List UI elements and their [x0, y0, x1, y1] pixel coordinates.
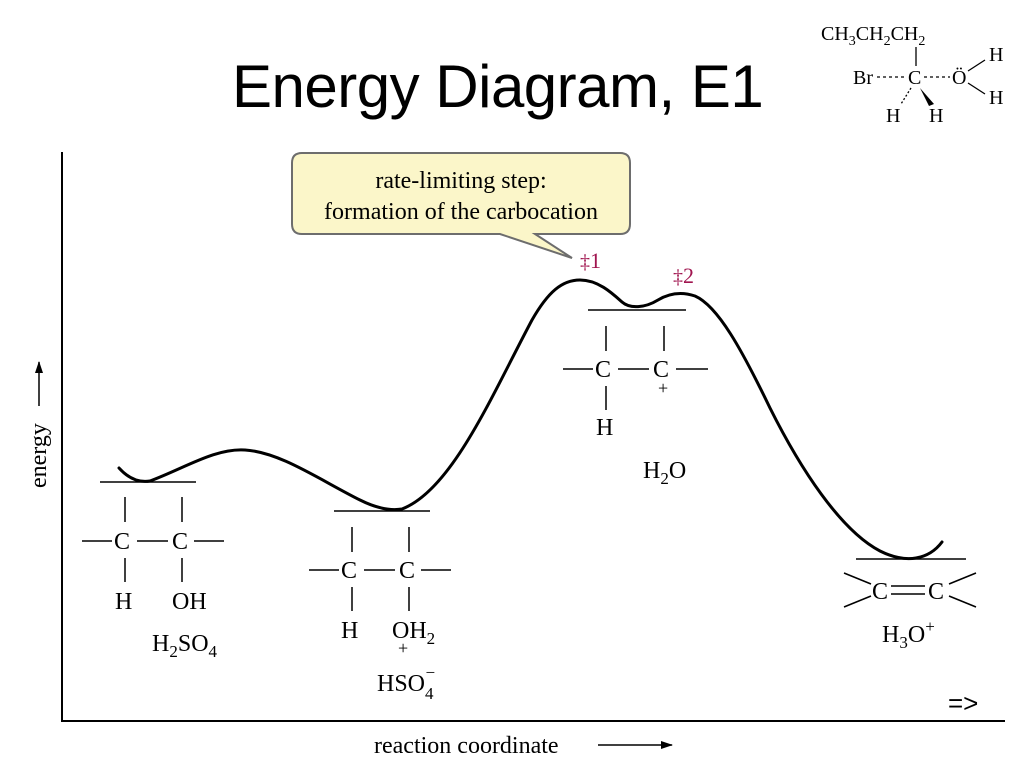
callout-line2: formation of the carbocation — [324, 199, 598, 225]
inset-h-right: H — [929, 105, 943, 127]
protonated-carbon-2: C — [399, 558, 415, 584]
y-axis-label: energy — [26, 423, 52, 488]
species-reactant: C C H OH H2SO4 — [82, 497, 224, 661]
inset-br: Br — [853, 67, 873, 89]
species-protonated: C C H OH2 + HSO4− — [309, 527, 451, 703]
carbocation-carbon-2: C — [653, 357, 669, 383]
reactant-carbon-2: C — [172, 529, 188, 555]
y-axis-label-group: energy — [26, 361, 52, 488]
protonated-carbon-1: C — [341, 558, 357, 584]
protonated-h: H — [341, 618, 358, 644]
inset-chain: CH3CH2CH2 — [821, 23, 925, 49]
reactant-carbon-1: C — [114, 529, 130, 555]
x-axis-label: reaction coordinate — [374, 733, 559, 759]
ts1-label: ‡1 — [580, 248, 601, 273]
protonated-oh2: OH2 — [392, 618, 435, 648]
protonated-counterion: HSO4− — [377, 663, 435, 703]
callout-rate-limiting: rate-limiting step: formation of the car… — [291, 152, 631, 259]
carbocation-carbon-1: C — [595, 357, 611, 383]
energy-curve — [117, 278, 944, 561]
inset-o: Ö — [952, 66, 966, 89]
structure-inset: CH3CH2CH2 Br C Ö H H H H — [821, 23, 1003, 127]
ts2-label: ‡2 — [673, 263, 694, 288]
inset-h-bottom: H — [989, 87, 1003, 109]
reactant-oh: OH — [172, 589, 207, 615]
reactant-reagent: H2SO4 — [152, 631, 218, 661]
carbocation-leaving: H2O — [643, 458, 686, 488]
protonated-plus: + — [398, 638, 408, 658]
inset-h-top: H — [989, 44, 1003, 66]
inset-c: C — [908, 67, 921, 89]
inset-h-left: H — [886, 105, 900, 127]
alkene-carbon-1: C — [872, 579, 888, 605]
carbocation-h: H — [596, 415, 613, 441]
callout-line1: rate-limiting step: — [375, 168, 546, 194]
species-alkene: C C H3O+ — [843, 572, 977, 652]
species-carbocation: C C + H H2O — [563, 326, 708, 488]
callout-bubble — [291, 152, 631, 259]
reactant-h: H — [115, 589, 132, 615]
alkene-carbon-2: C — [928, 579, 944, 605]
next-slide-link[interactable]: => — [948, 688, 979, 718]
carbocation-plus: + — [658, 378, 668, 398]
alkene-acid: H3O+ — [882, 617, 935, 652]
slide-title: Energy Diagram, E1 — [232, 53, 764, 120]
